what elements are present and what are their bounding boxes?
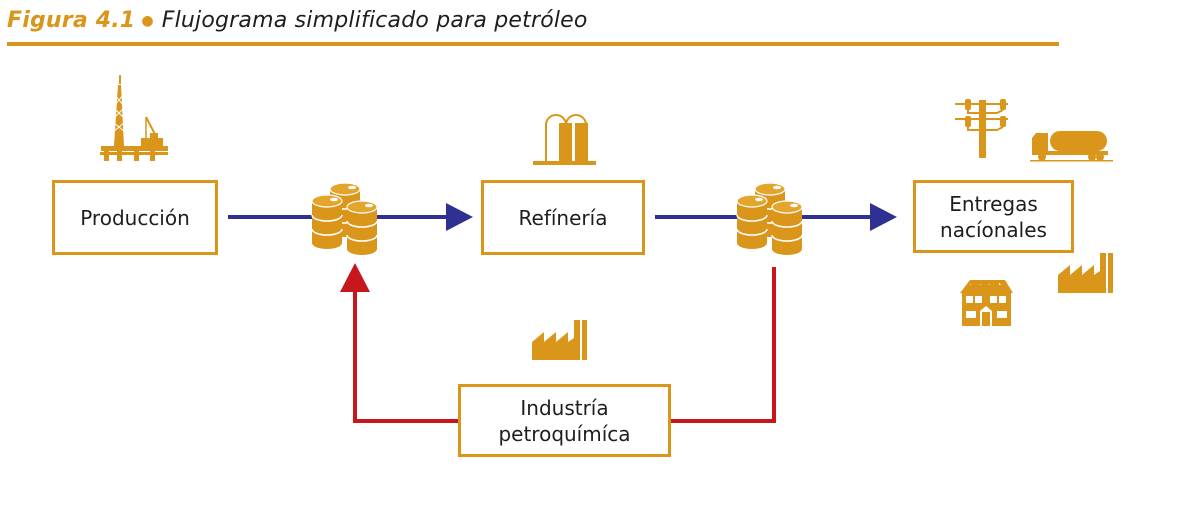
node-label-line2: petroquímíca <box>498 421 631 446</box>
node-label-line1: Industría <box>520 395 609 420</box>
factory-icon <box>1058 253 1113 293</box>
figure-caption: Flujograma simplificado para petróleo <box>161 8 588 33</box>
node-refineria: Refínería <box>481 180 645 255</box>
node-entregas-nacionales: Entregas nacíonales <box>913 180 1074 253</box>
figure-title: Figura 4.1 ● Flujograma simplificado para … <box>7 8 588 33</box>
bullet-separator-icon: ● <box>141 13 154 29</box>
figure-label: Figura 4.1 <box>7 8 136 33</box>
refinery-tanks-icon <box>533 114 596 165</box>
title-underline <box>7 42 1059 46</box>
node-label-line2: nacíonales <box>940 217 1047 242</box>
node-label: Producción <box>80 205 190 230</box>
oil-barrels-icon <box>736 182 803 256</box>
node-produccion: Producción <box>52 180 218 255</box>
node-industria-petroquimica: Industría petroquímíca <box>458 384 671 457</box>
oil-barrels-icon <box>311 182 378 256</box>
node-label-line1: Entregas <box>949 191 1038 216</box>
tanker-truck-icon <box>1030 131 1113 162</box>
factory-icon <box>532 320 587 360</box>
oil-rig-icon <box>100 75 168 161</box>
house-icon <box>960 278 1013 326</box>
power-pole-icon <box>955 99 1008 158</box>
node-label: Refínería <box>518 205 608 230</box>
